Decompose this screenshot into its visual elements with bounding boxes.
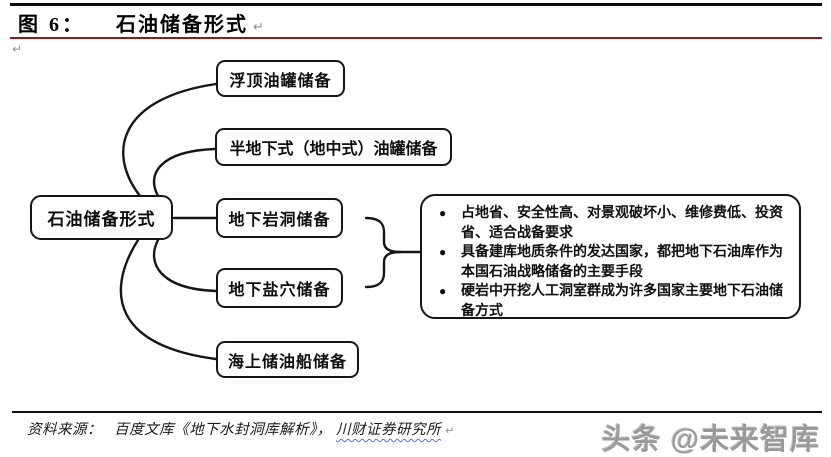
node-oil-reserve-root: 石油储备形式 bbox=[30, 195, 173, 240]
connector-to-floating-roof bbox=[122, 82, 218, 198]
connector-to-storage-ship bbox=[119, 238, 218, 361]
notes-list: 占地省、安全性高、对景观破坏小、维修费低、投资省、适合战备要求 具备建库地质条件… bbox=[422, 196, 799, 320]
source-line: 资料来源： 百度文库《地下水封洞库解析》， 川财证券研究所 ↵ bbox=[27, 418, 455, 439]
figure-title: 石油储备形式 bbox=[116, 14, 248, 36]
return-mark-icon: ↵ bbox=[12, 42, 23, 56]
node-semi-underground-tank: 半地下式（地中式）油罐储备 bbox=[215, 128, 452, 166]
node-offshore-storage-ship: 海上储油船储备 bbox=[216, 341, 359, 378]
connector-to-salt-cavern bbox=[152, 238, 218, 293]
note-bullet-developed-countries: 具备建库地质条件的发达国家，都把地下石油库作为本国石油战略储备的主要手段 bbox=[438, 242, 790, 281]
watermark: 头条 @未来智库 bbox=[601, 424, 820, 456]
caption-underline-rule bbox=[10, 37, 822, 39]
node-underground-salt-cavern: 地下盐穴储备 bbox=[216, 268, 343, 308]
connector-to-semi-underground bbox=[152, 147, 217, 198]
source-label: 资料来源： bbox=[27, 422, 102, 438]
source-institution: 川财证券研究所 bbox=[336, 422, 441, 438]
brace-upper bbox=[364, 216, 402, 254]
return-mark-icon: ↵ bbox=[253, 20, 264, 35]
footer-divider bbox=[12, 411, 822, 413]
top-divider bbox=[10, 3, 822, 6]
source-text: 百度文库《地下水封洞库解析》， bbox=[114, 422, 332, 438]
note-bullet-hard-rock: 硬岩中开挖人工洞室群成为许多国家主要地下石油储备方式 bbox=[438, 281, 790, 320]
node-floating-roof-tank: 浮顶油罐储备 bbox=[216, 60, 345, 97]
brace-lower bbox=[364, 250, 402, 289]
notes-box: 占地省、安全性高、对景观破坏小、维修费低、投资省、适合战备要求 具备建库地质条件… bbox=[420, 194, 801, 319]
return-mark-icon: ↵ bbox=[445, 424, 455, 437]
figure-label: 图 6： bbox=[18, 14, 85, 36]
figure-caption: 图 6： 石油储备形式 ↵ bbox=[18, 8, 264, 37]
node-underground-rock-cavern: 地下岩洞储备 bbox=[216, 198, 343, 238]
note-bullet-advantages: 占地省、安全性高、对景观破坏小、维修费低、投资省、适合战备要求 bbox=[438, 203, 790, 242]
